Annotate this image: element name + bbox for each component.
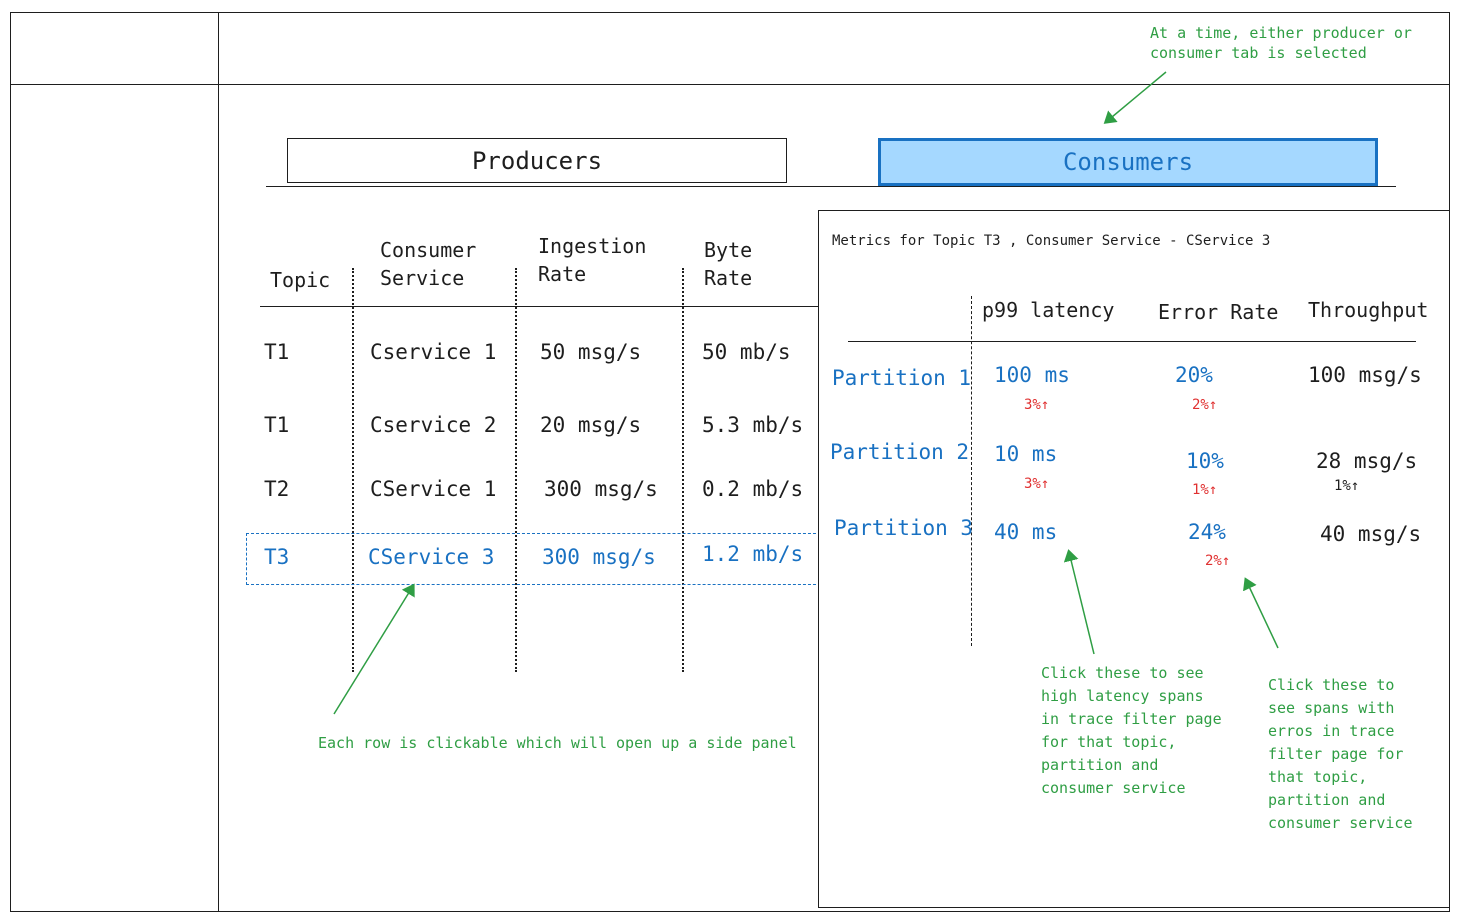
panel-header-latency: p99 latency	[982, 298, 1115, 322]
panel-header-throughput: Throughput	[1308, 298, 1429, 322]
note-line: consumer service	[1268, 814, 1413, 832]
tab-note-line1: At a time, either producer or	[1150, 24, 1412, 42]
row-byte-rate: 5.3 mb/s	[702, 413, 804, 437]
row-clickable-note: Each row is clickable which will open up…	[318, 734, 797, 752]
panel-header-divider	[848, 341, 1416, 342]
row-topic: T2	[264, 477, 290, 501]
row-service: CService 1	[370, 477, 497, 501]
error-rate-delta: 2%↑	[1205, 553, 1231, 569]
column-divider	[515, 268, 517, 672]
tab-consumers-label: Consumers	[1062, 148, 1194, 176]
note-line: filter page for	[1268, 745, 1404, 763]
table-header-divider	[260, 306, 820, 307]
note-line: Click these to see	[1041, 664, 1204, 682]
partition-label: Partition 3	[834, 516, 974, 540]
row-ingestion: 50 msg/s	[540, 340, 642, 364]
column-divider	[682, 268, 684, 672]
tab-producers[interactable]: Producers	[287, 138, 787, 183]
row-service: CService 3	[368, 545, 495, 569]
row-ingestion: 20 msg/s	[540, 413, 642, 437]
latency-click-note: Click these to see high latency spans in…	[1041, 662, 1222, 800]
row-topic: T3	[264, 545, 290, 569]
row-byte-rate: 50 mb/s	[702, 340, 791, 364]
error-rate-delta: 2%↑	[1192, 397, 1218, 413]
row-topic: T1	[264, 340, 290, 364]
note-line: that topic,	[1268, 768, 1368, 786]
note-line: in trace filter page	[1041, 710, 1222, 728]
latency-delta: 3%↑	[1024, 476, 1050, 492]
partition-label: Partition 1	[832, 366, 972, 390]
row-ingestion: 300 msg/s	[544, 477, 658, 501]
note-line: see spans with	[1268, 699, 1395, 717]
header-ingestion-line1: Ingestion	[538, 234, 647, 258]
latency-value[interactable]: 100 ms	[994, 363, 1070, 387]
panel-title: Metrics for Topic T3 , Consumer Service …	[832, 233, 1271, 249]
row-byte-rate: 0.2 mb/s	[702, 477, 804, 501]
note-line: partition and	[1268, 791, 1386, 809]
note-line: high latency spans	[1041, 687, 1204, 705]
row-ingestion: 300 msg/s	[542, 545, 656, 569]
header-consumer-line1: Consumer	[380, 238, 477, 262]
row-service: Cservice 2	[370, 413, 497, 437]
latency-value[interactable]: 40 ms	[994, 520, 1058, 544]
row-service: Cservice 1	[370, 340, 497, 364]
row-topic: T1	[264, 413, 290, 437]
note-line: consumer service	[1041, 779, 1186, 797]
panel-column-divider	[971, 296, 972, 646]
sidebar-divider	[218, 12, 219, 912]
row-byte-rate: 1.2 mb/s	[702, 542, 804, 566]
note-line: for that topic,	[1041, 733, 1177, 751]
header-divider	[10, 84, 1450, 85]
tab-consumers[interactable]: Consumers	[878, 138, 1378, 186]
partition-label: Partition 2	[830, 440, 970, 464]
panel-header-error-rate: Error Rate	[1158, 300, 1279, 324]
latency-delta: 3%↑	[1024, 397, 1050, 413]
tab-note-line2: consumer tab is selected	[1150, 44, 1367, 62]
error-rate-value[interactable]: 20%	[1175, 363, 1213, 387]
header-byte-line2: Rate	[704, 266, 753, 290]
error-click-note: Click these to see spans with erros in t…	[1268, 674, 1413, 835]
selected-row-highlight[interactable]	[246, 533, 821, 585]
tabs-underline	[266, 186, 1396, 187]
header-ingestion-line2: Rate	[538, 262, 587, 286]
error-rate-value[interactable]: 10%	[1186, 449, 1224, 473]
metrics-side-panel	[818, 210, 1450, 908]
throughput-value: 28 msg/s	[1316, 449, 1418, 473]
note-line: erros in trace	[1268, 722, 1395, 740]
latency-value[interactable]: 10 ms	[994, 442, 1058, 466]
throughput-value: 40 msg/s	[1320, 522, 1422, 546]
throughput-value: 100 msg/s	[1308, 363, 1422, 387]
header-topic: Topic	[270, 268, 331, 292]
note-line: partition and	[1041, 756, 1159, 774]
error-rate-delta: 1%↑	[1192, 482, 1218, 498]
header-byte-line1: Byte	[704, 238, 753, 262]
throughput-delta: 1%↑	[1334, 478, 1360, 494]
header-consumer-line2: Service	[380, 266, 465, 290]
note-line: Click these to	[1268, 676, 1395, 694]
tab-producers-label: Producers	[471, 146, 603, 175]
column-divider	[352, 268, 354, 672]
error-rate-value[interactable]: 24%	[1188, 520, 1226, 544]
